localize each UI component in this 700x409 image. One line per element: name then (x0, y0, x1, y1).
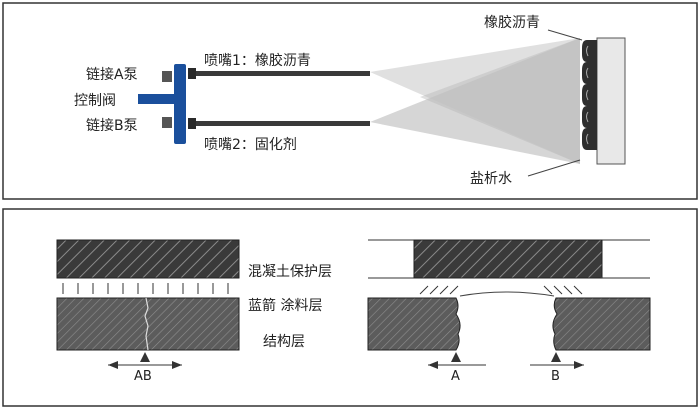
pump-b-port (162, 117, 172, 128)
top-panel-frame (2, 2, 698, 200)
label-coating-layer: 蓝箭 涂料层 (248, 297, 322, 314)
label-marker-a: A (451, 369, 460, 384)
pipe-coupling-2 (188, 118, 196, 129)
right-structure-left-block (367, 297, 461, 351)
label-marker-ab: AB (134, 369, 152, 384)
right-structure-right-block (552, 297, 651, 351)
right-coating-dashes (419, 285, 583, 295)
spray-cone-2 (370, 38, 580, 164)
spray-overlap (420, 38, 580, 164)
right-concrete-layer (413, 239, 603, 279)
label-brine: 盐析水 (470, 171, 512, 187)
label-nozzle-1: 喷嘴1：橡胶沥青 (204, 52, 311, 69)
label-marker-b: B (551, 369, 560, 384)
control-valve-body (174, 64, 186, 144)
left-crack-line (144, 297, 149, 351)
ab-arrow-right (172, 361, 182, 369)
label-structure-layer: 结构层 (263, 334, 305, 350)
leader-asphalt (547, 29, 583, 41)
pipe-nozzle-1 (188, 71, 370, 76)
label-concrete-layer: 混凝土保护层 (248, 264, 332, 280)
b-pointer (551, 352, 561, 362)
pump-a-port (162, 71, 172, 82)
pipe-nozzle-2 (188, 121, 370, 126)
wall-substrate (596, 37, 626, 165)
pipe-coupling-1 (188, 68, 196, 79)
label-nozzle-2: 喷嘴2：固化剂 (204, 137, 297, 153)
control-valve-handle (138, 94, 178, 104)
leader-brine (527, 159, 581, 177)
label-rubber-asphalt: 橡胶沥青 (484, 14, 540, 31)
b-arrow-right (574, 361, 584, 369)
ab-arrow-left (108, 361, 118, 369)
left-concrete-layer (56, 239, 240, 279)
a-arrow-left (428, 361, 438, 369)
a-pointer (451, 352, 461, 362)
left-coating-ticks (62, 283, 229, 294)
ab-pointer (140, 352, 150, 362)
asphalt-bumps (582, 40, 597, 150)
label-pump-a: 链接A泵 (86, 66, 138, 83)
coating-span-curve (459, 291, 555, 297)
label-pump-b: 链接B泵 (86, 117, 138, 134)
label-control-valve: 控制阀 (74, 93, 116, 109)
